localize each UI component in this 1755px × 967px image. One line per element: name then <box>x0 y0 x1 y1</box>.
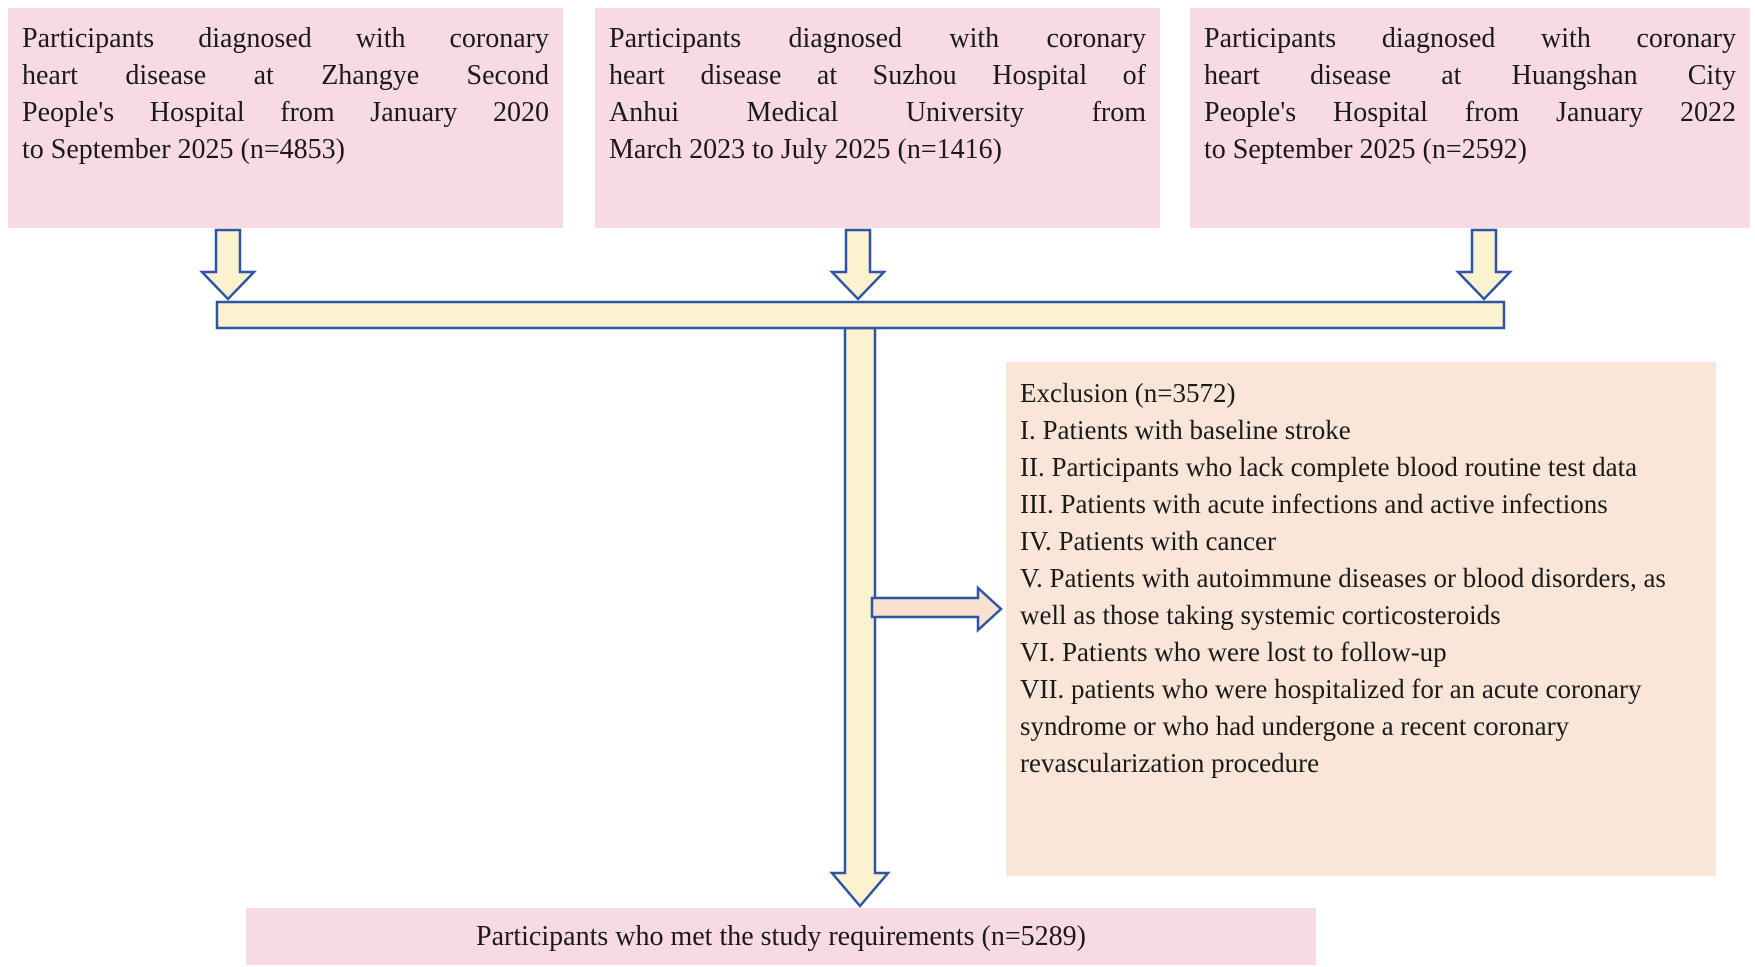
merge-bar <box>215 300 1506 330</box>
source-box-huangshan: Participants diagnosed with coronary hea… <box>1190 8 1750 228</box>
down-arrow-zhangye <box>199 228 257 301</box>
source-box-zhangye-line: People's Hospital from January 2020 <box>22 97 549 128</box>
source-box-zhangye-line: heart disease at Zhangye Second <box>22 60 549 91</box>
exclusion-item-1: I. Patients with baseline stroke <box>1020 415 1351 445</box>
source-box-huangshan-line: People's Hospital from January 2022 <box>1204 97 1736 128</box>
exclusion-item-2: II. Participants who lack complete blood… <box>1020 452 1638 482</box>
source-box-huangshan-line: Participants diagnosed with coronary <box>1204 23 1736 54</box>
down-arrow-huangshan <box>1455 228 1513 301</box>
exclusion-item-4: IV. Patients with cancer <box>1020 526 1276 556</box>
source-box-zhangye: Participants diagnosed with coronary hea… <box>8 8 563 228</box>
exclusion-item-7: VII. patients who were hospitalized for … <box>1020 674 1642 778</box>
source-box-suzhou: Participants diagnosed with coronary hea… <box>595 8 1160 228</box>
main-flow-down-arrow <box>829 326 891 908</box>
source-box-suzhou-line: March 2023 to July 2025 (n=1416) <box>609 134 1002 165</box>
source-box-suzhou-line: heart disease at Suzhou Hospital of <box>609 60 1146 91</box>
source-box-zhangye-line: to September 2025 (n=4853) <box>22 134 345 165</box>
down-arrow-suzhou <box>829 228 887 301</box>
exclusion-item-6: VI. Patients who were lost to follow-up <box>1020 637 1447 667</box>
exclusion-item-3: III. Patients with acute infections and … <box>1020 489 1608 519</box>
source-box-zhangye-line: Participants diagnosed with coronary <box>22 23 549 54</box>
source-box-suzhou-line: Participants diagnosed with coronary <box>609 23 1146 54</box>
exclusion-branch-arrow <box>870 585 1003 633</box>
exclusion-title: Exclusion (n=3572) <box>1020 378 1236 408</box>
source-box-huangshan-line: to September 2025 (n=2592) <box>1204 134 1527 165</box>
exclusion-item-5: V. Patients with autoimmune diseases or … <box>1020 563 1666 630</box>
source-box-huangshan-line: heart disease at Huangshan City <box>1204 60 1736 91</box>
exclusion-box: Exclusion (n=3572) I. Patients with base… <box>1006 362 1716 876</box>
source-box-suzhou-line: Anhui Medical University from <box>609 97 1146 128</box>
result-box: Participants who met the study requireme… <box>246 908 1316 965</box>
result-text: Participants who met the study requireme… <box>476 920 1086 952</box>
